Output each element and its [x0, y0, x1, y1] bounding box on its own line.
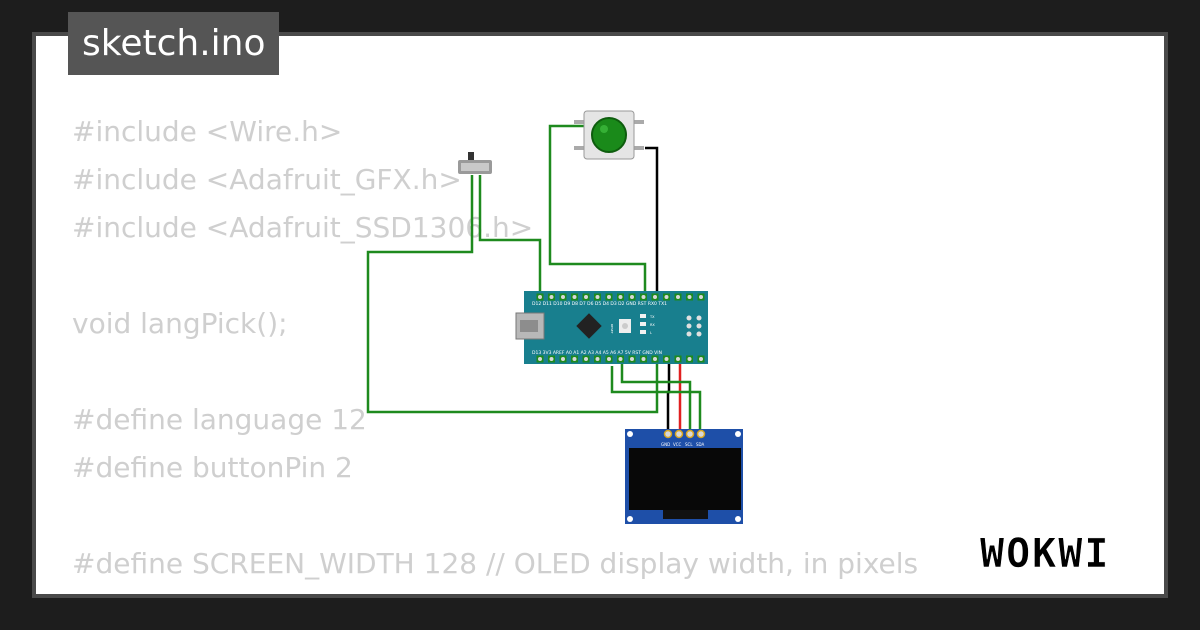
- wire-button-d2: [548, 124, 647, 296]
- board-bottom-pin-hole: [538, 357, 542, 361]
- wokwi-logo: WOKWI: [980, 531, 1110, 578]
- board-bottom-pin-hole: [584, 357, 588, 361]
- oled-pin-header: [663, 429, 706, 439]
- board-bottom-pin-hole: [699, 357, 703, 361]
- board-bottom-pin-hole: [572, 357, 577, 361]
- reset-label: RESET: [610, 324, 614, 334]
- icsp-pin: [686, 315, 692, 321]
- wire-button-gnd: [645, 146, 659, 296]
- led-label: TX: [649, 315, 655, 319]
- wire-oled-scl: [620, 356, 692, 432]
- code-editor: #include <Wire.h> #include <Adafruit_GFX.…: [72, 108, 924, 594]
- board-bottom-pin-hole: [641, 357, 646, 361]
- board-top-pin-hole: [676, 295, 680, 299]
- board-top-pin-hole: [584, 295, 588, 299]
- wire-oled-gnd: [666, 356, 671, 432]
- wire-switch-5v: [366, 175, 659, 414]
- board-bottom-pin-labels: D13 3V3 AREF A0 A1 A2 A3 A4 A5 A6 A7 5V …: [532, 350, 662, 356]
- oled-display[interactable]: GND VCC SCL SDA: [625, 429, 743, 524]
- board-top-pin-hole: [607, 295, 611, 299]
- board-bottom-pin-hole: [561, 357, 565, 361]
- oled-pin: [685, 429, 695, 439]
- code-line: #include <Adafruit_GFX.h>: [72, 163, 462, 196]
- code-line: #define buttonPin 2: [72, 451, 353, 484]
- code-line: void langPick();: [72, 307, 288, 340]
- code-line: #define language 12: [72, 403, 367, 436]
- oled-pin: [663, 429, 673, 439]
- pushbutton[interactable]: [574, 110, 644, 160]
- oled-pin-label: GND: [661, 442, 670, 447]
- icsp-pin: [686, 331, 692, 337]
- oled-pin: [674, 429, 684, 439]
- code-line: #include <Adafruit_SSD1306.h>: [72, 211, 534, 244]
- board-bottom-pin-hole: [618, 357, 623, 361]
- wokwi-logo-text: WOKWI: [980, 531, 1110, 577]
- board-top-pin-hole: [699, 295, 703, 299]
- led-label: RX: [650, 323, 655, 327]
- icsp-pin: [696, 331, 702, 337]
- icsp-pin: [696, 323, 702, 329]
- led-tx: [640, 314, 646, 318]
- board-bottom-pin-hole: [595, 357, 600, 361]
- board-top-pin-hole: [538, 295, 542, 299]
- code-line: #define SCREEN_WIDTH 128 // OLED display…: [72, 547, 919, 580]
- oled-pin-label: VCC: [673, 442, 682, 447]
- board-bottom-pin-hole: [687, 357, 692, 361]
- oled-pin-label: SDA: [696, 442, 705, 447]
- board-bottom-pin-hole: [549, 357, 554, 361]
- board-bottom-pin-hole: [630, 357, 634, 361]
- code-line: #include <Wire.h>: [72, 115, 343, 148]
- icsp-pin: [696, 315, 702, 321]
- board-top-pin-hole: [664, 295, 669, 299]
- board-top-pin-hole: [687, 295, 692, 299]
- icsp-pin: [686, 323, 692, 329]
- board-top-pin-labels: D12 D11 D10 D9 D8 D7 D6 D5 D4 D3 D2 GND …: [532, 301, 667, 307]
- board-bottom-pin-hole: [676, 357, 680, 361]
- wire-switch-d12: [478, 175, 542, 296]
- wires: [366, 124, 702, 432]
- oled-screen: [629, 448, 741, 510]
- led-l: [640, 330, 646, 334]
- icsp-header: [686, 315, 702, 337]
- board-bottom-pin-hole: [664, 357, 669, 361]
- board-top-pin-hole: [549, 295, 554, 299]
- sketch-file-tab[interactable]: sketch.ino: [68, 12, 280, 75]
- led-label: L: [650, 331, 652, 335]
- board-top-pin-hole: [653, 295, 657, 299]
- board-bottom-pin-hole: [653, 357, 657, 361]
- board-top-pin-hole: [572, 295, 577, 299]
- board-top-pin-row: [536, 293, 705, 301]
- led-rx: [640, 322, 646, 326]
- board-top-pin-hole: [595, 295, 600, 299]
- board-top-pin-hole: [630, 295, 634, 299]
- board-bottom-pin-row: [536, 355, 705, 363]
- arduino-nano-board[interactable]: D12 D11 D10 D9 D8 D7 D6 D5 D4 D3 D2 GND …: [515, 291, 708, 364]
- board-top-pin-hole: [618, 295, 623, 299]
- board-top-pin-hole: [641, 295, 646, 299]
- oled-pin-label: SCL: [685, 442, 693, 447]
- wire-oled-sda: [610, 366, 702, 432]
- board-bottom-pin-hole: [607, 357, 611, 361]
- slide-switch[interactable]: [458, 152, 492, 174]
- board-top-pin-hole: [561, 295, 565, 299]
- oled-pin: [696, 429, 706, 439]
- microcontroller-chip: [576, 313, 602, 339]
